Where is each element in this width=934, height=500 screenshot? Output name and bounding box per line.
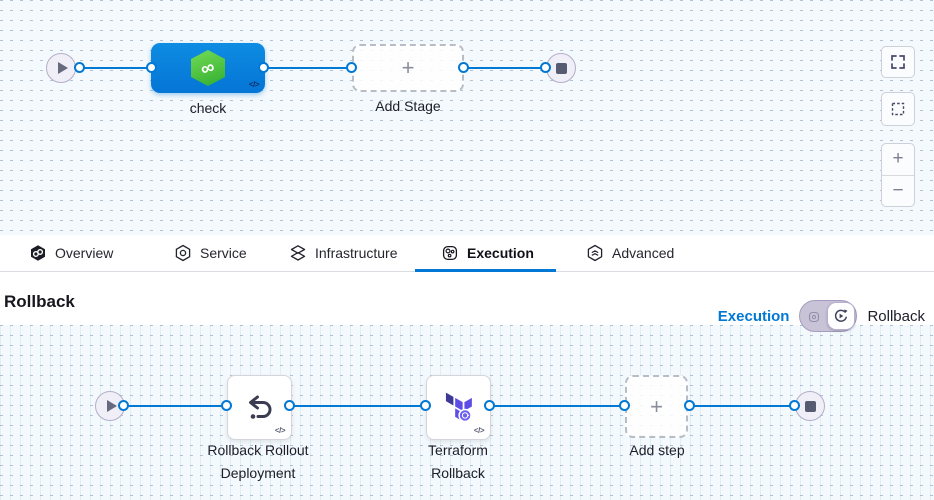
add-step-label: Add step bbox=[629, 442, 685, 458]
execution-icon bbox=[442, 245, 458, 261]
rollback-toggle-label: Rollback bbox=[867, 307, 925, 325]
toggle-thumb[interactable] bbox=[827, 302, 856, 330]
tab-label: Infrastructure bbox=[315, 245, 398, 261]
tab-label: Service bbox=[200, 245, 247, 261]
stages-canvas[interactable]: ∞ </> + check Add Stage bbox=[0, 0, 934, 235]
code-icon: </> bbox=[248, 80, 260, 89]
stop-icon bbox=[555, 62, 567, 74]
step-card-rollback-rollout-deployment[interactable]: </> bbox=[227, 375, 292, 440]
tab-advanced[interactable]: Advanced bbox=[586, 235, 674, 271]
connector-dot bbox=[484, 400, 495, 411]
tab-label: Advanced bbox=[612, 245, 675, 261]
edge-line bbox=[490, 405, 625, 407]
step-label-line2: Rollback bbox=[431, 465, 485, 481]
edge-line bbox=[690, 405, 795, 407]
marquee-select-button[interactable] bbox=[881, 92, 915, 126]
zoom-in-button[interactable]: + bbox=[882, 144, 914, 175]
stage-label: check bbox=[189, 100, 227, 116]
execution-rollback-switch: Execution Rollback bbox=[718, 300, 925, 332]
tab-overview[interactable]: Overview bbox=[29, 235, 113, 271]
marquee-select-icon bbox=[891, 102, 905, 116]
play-icon bbox=[57, 62, 68, 74]
tab-service[interactable]: Service bbox=[174, 235, 247, 271]
connector-dot bbox=[619, 400, 630, 411]
step-label-line2: Deployment bbox=[220, 465, 296, 481]
active-tab-underline bbox=[415, 269, 556, 272]
edge-line bbox=[290, 405, 426, 407]
execution-mini-icon bbox=[809, 311, 820, 323]
pipeline-end-node bbox=[546, 53, 576, 83]
tab-label: Overview bbox=[55, 245, 114, 261]
step-label-line1: Rollback Rollout bbox=[207, 442, 309, 458]
zoom-out-button[interactable]: − bbox=[882, 176, 914, 207]
harness-stage-icon: ∞ bbox=[191, 50, 225, 86]
connector-dot bbox=[284, 400, 295, 411]
tab-infrastructure[interactable]: Infrastructure bbox=[289, 235, 397, 271]
tab-execution[interactable]: Execution bbox=[441, 235, 534, 271]
connector-dot bbox=[684, 400, 695, 411]
code-icon: </> bbox=[473, 426, 485, 435]
connector-dot bbox=[540, 62, 551, 73]
stage-tab-bar: Overview Service Infrastructure Execut bbox=[0, 235, 934, 272]
plus-icon: + bbox=[401, 55, 415, 80]
plus-icon: + bbox=[892, 148, 904, 170]
connector-dot bbox=[458, 62, 469, 73]
connector-dot bbox=[74, 62, 85, 73]
zoom-control: + − bbox=[881, 143, 915, 207]
rollback-section-header: Rollback bbox=[0, 272, 934, 325]
terraform-icon bbox=[445, 392, 472, 423]
rollback-circular-arrow-icon bbox=[835, 309, 849, 322]
connector-dot bbox=[118, 400, 129, 411]
rollback-steps-canvas[interactable]: </> </> + Rollback R bbox=[0, 325, 934, 500]
connector-dot bbox=[221, 400, 232, 411]
connector-dot bbox=[346, 62, 357, 73]
edge-line bbox=[124, 405, 227, 407]
connector-dot bbox=[146, 62, 157, 73]
edge-line bbox=[264, 67, 352, 69]
rollback-toggle[interactable] bbox=[799, 300, 858, 332]
plus-icon: + bbox=[650, 393, 663, 419]
rollback-end-node bbox=[795, 391, 825, 421]
play-icon bbox=[106, 400, 117, 412]
advanced-icon bbox=[587, 244, 603, 262]
step-card-terraform-rollback[interactable]: </> bbox=[426, 375, 491, 440]
add-step-button[interactable]: + bbox=[625, 375, 688, 438]
tab-label: Execution bbox=[467, 245, 534, 261]
connector-dot bbox=[258, 62, 269, 73]
minus-icon: − bbox=[892, 179, 904, 201]
connector-dot bbox=[420, 400, 431, 411]
harness-logo-icon bbox=[31, 245, 45, 261]
fullscreen-icon bbox=[891, 55, 905, 69]
undo-rollback-icon bbox=[248, 395, 271, 419]
execution-link[interactable]: Execution bbox=[717, 307, 790, 325]
step-label-line1: Terraform bbox=[428, 442, 488, 458]
stop-icon bbox=[804, 400, 816, 412]
divider bbox=[882, 174, 914, 176]
add-stage-button[interactable]: + bbox=[352, 44, 464, 92]
edge-line bbox=[464, 67, 546, 69]
pipeline-start-node bbox=[46, 53, 76, 83]
code-icon: </> bbox=[274, 426, 286, 435]
connector-dot bbox=[789, 400, 800, 411]
service-icon bbox=[175, 244, 191, 262]
infrastructure-icon bbox=[290, 245, 306, 261]
edge-line bbox=[80, 67, 152, 69]
fullscreen-button[interactable] bbox=[881, 46, 915, 78]
section-title: Rollback bbox=[4, 292, 75, 311]
add-stage-label: Add Stage bbox=[375, 98, 441, 114]
stage-card-check[interactable]: ∞ </> bbox=[151, 43, 265, 93]
